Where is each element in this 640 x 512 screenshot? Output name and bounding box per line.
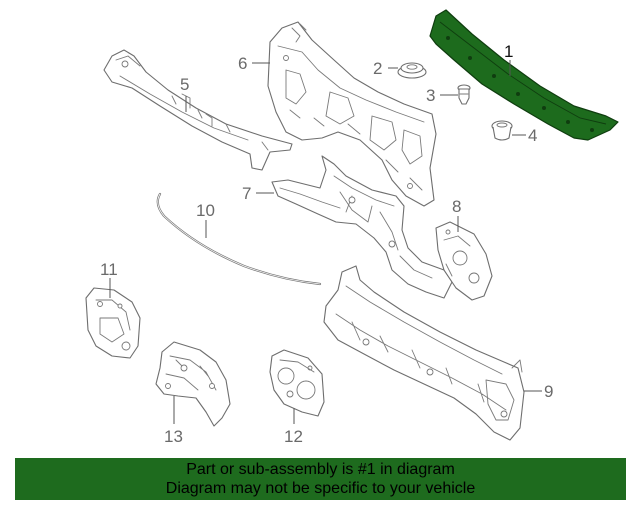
part-5-upper-rail[interactable] xyxy=(103,49,293,171)
part-11-side-bracket[interactable] xyxy=(85,287,141,359)
callout-4: 4 xyxy=(528,126,537,145)
callout-7: 7 xyxy=(242,184,251,203)
part-3-clip[interactable] xyxy=(457,84,471,105)
part-12-panel[interactable] xyxy=(269,349,325,417)
callout-10: 10 xyxy=(196,201,215,220)
callout-11: 11 xyxy=(100,260,118,279)
part-8-bracket[interactable] xyxy=(435,221,493,301)
part-10-weatherstrip[interactable] xyxy=(156,192,322,286)
banner-line-1: Part or sub-assembly is #1 in diagram xyxy=(186,461,455,478)
part-4-cup-grommet[interactable] xyxy=(491,120,513,141)
callout-2: 2 xyxy=(373,59,382,78)
callout-5: 5 xyxy=(180,75,189,94)
part-9-plenum[interactable] xyxy=(323,265,525,441)
part-6-dash-panel[interactable] xyxy=(267,21,437,207)
callout-3: 3 xyxy=(426,86,435,105)
banner-line-2: Diagram may not be specific to your vehi… xyxy=(165,480,476,497)
info-banner: Part or sub-assembly is #1 in diagram Di… xyxy=(15,458,626,500)
callout-12: 12 xyxy=(284,427,303,446)
part-2-grommet[interactable] xyxy=(397,62,427,79)
callout-8: 8 xyxy=(452,197,461,216)
callout-1: 1 xyxy=(504,42,513,61)
callout-6: 6 xyxy=(238,54,247,73)
callout-9: 9 xyxy=(544,382,553,401)
callout-13: 13 xyxy=(164,427,183,446)
part-13-support-bracket[interactable] xyxy=(155,341,231,427)
parts-diagram: 1 2 3 4 5 6 7 8 9 10 11 12 13 xyxy=(85,9,619,446)
part-1-cowl-panel-highlighted[interactable] xyxy=(429,9,619,141)
